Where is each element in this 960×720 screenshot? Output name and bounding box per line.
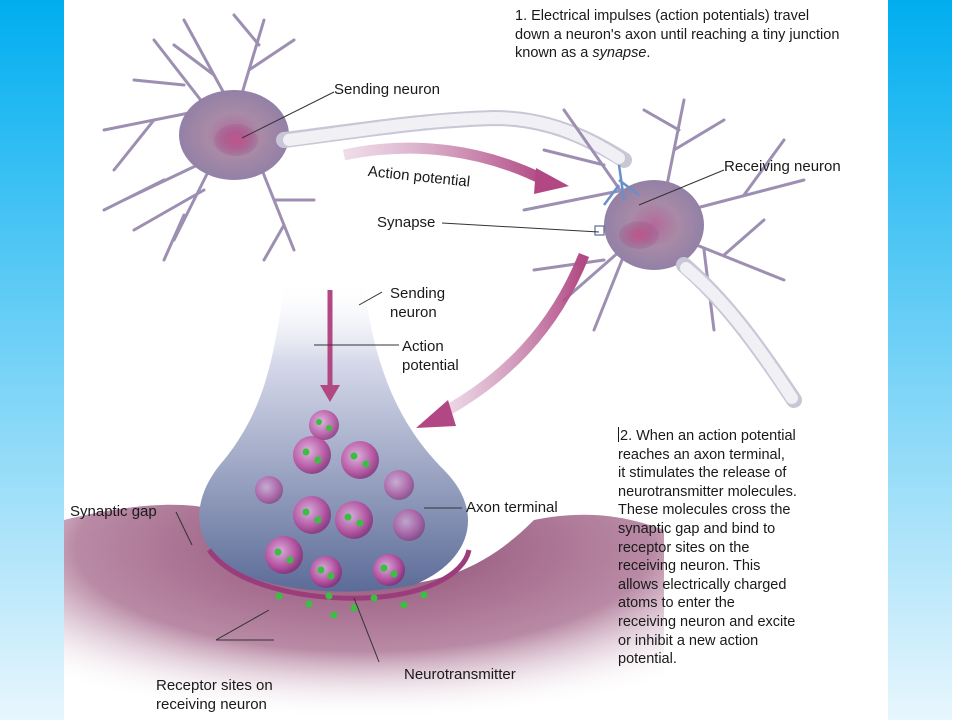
- axon-terminal-body: [199, 285, 468, 592]
- step2-text: 2. When an action potential reaches an a…: [618, 427, 797, 669]
- label-receptor-line2: receiving neuron: [156, 696, 267, 713]
- action-potential-down-arrowhead: [320, 385, 340, 402]
- action-potential-arrowhead-top: [534, 168, 569, 194]
- step1-line-3: known as a synapse.: [515, 44, 839, 63]
- right-frame-bar: [888, 0, 952, 720]
- step1-line-3-text: known as a: [515, 45, 589, 62]
- step1-text: 1. Electrical impulses (action potential…: [515, 7, 839, 63]
- receiving-axon-myelin: [680, 262, 798, 404]
- text-cursor: [618, 427, 619, 442]
- step2-line-1: 2. When an action potential: [618, 427, 797, 446]
- label-sending-neuron-line2: neuron: [390, 304, 437, 321]
- step1-line-2: down a neuron's axon until reaching a ti…: [515, 26, 840, 43]
- label-receptor-line1: Receptor sites on: [156, 677, 273, 694]
- label-synapse: Synapse: [377, 214, 436, 231]
- step2-line-9: allows electrically charged: [618, 576, 787, 593]
- step1-period: .: [646, 45, 651, 62]
- synapse-zoom-box: [594, 225, 605, 236]
- receiving-neuron-nucleus: [619, 221, 659, 249]
- step2-line-7: receptor sites on the: [618, 539, 750, 556]
- step2-line-4: neurotransmitter molecules.: [618, 483, 797, 500]
- label-sending-neuron-top: Sending neuron: [334, 81, 440, 98]
- step2-line-13: potential.: [618, 651, 677, 668]
- label-action-potential-line2: potential: [402, 357, 459, 374]
- zoom-arrowhead: [416, 400, 456, 428]
- step2-line-2: reaches an axon terminal,: [618, 446, 785, 463]
- step2-line-10: atoms to enter the: [618, 595, 735, 612]
- label-axon-terminal: Axon terminal: [466, 499, 558, 516]
- label-synaptic-gap: Synaptic gap: [70, 503, 157, 520]
- sending-neuron-nucleus: [214, 124, 258, 156]
- step1-line-1: 1. Electrical impulses (action potential…: [515, 8, 810, 24]
- synaptic-vesicles: [255, 410, 425, 588]
- step2-line-5: These molecules cross the: [618, 502, 791, 519]
- left-frame-bar: [0, 0, 64, 720]
- neuron-illustration: [64, 13, 806, 720]
- label-receiving-neuron: Receiving neuron: [724, 158, 841, 175]
- action-potential-arrow-top: [342, 142, 547, 185]
- zoom-arrow: [436, 252, 590, 420]
- label-sending-neuron-line1: Sending: [390, 285, 446, 302]
- synapse-terminals: [603, 164, 640, 206]
- step2-line-8: receiving neuron. This: [618, 558, 761, 575]
- step2-line-1-text: 2. When an action potential: [620, 428, 796, 444]
- step1-emphasis: synapse: [592, 45, 647, 62]
- synaptic-membrane: [206, 548, 472, 601]
- diagram-panel: 1. Electrical impulses (action potential…: [64, 0, 888, 720]
- neurotransmitter-dots: [274, 419, 428, 619]
- step2-line-12: or inhibit a new action: [618, 632, 759, 649]
- receiving-neuron-body: [604, 180, 704, 270]
- label-leader-lines: [175, 91, 725, 663]
- step2-line-11: receiving neuron and excite: [618, 613, 796, 630]
- label-neurotransmitter: Neurotransmitter: [404, 666, 516, 683]
- step2-line-3: it stimulates the release of: [618, 465, 787, 482]
- label-action-potential-line1: Action: [402, 338, 444, 355]
- step2-line-6: synaptic gap and bind to: [618, 520, 776, 537]
